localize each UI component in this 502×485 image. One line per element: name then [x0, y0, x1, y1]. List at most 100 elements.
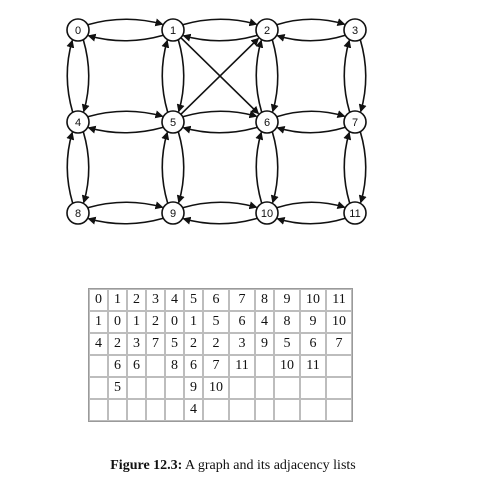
figure-caption: Figure 12.3: A graph and its adjacency l… [88, 458, 378, 474]
node-2: 2 [255, 18, 279, 42]
adjacency-cell: 11 [229, 355, 255, 377]
edge-7-to-11 [358, 131, 367, 204]
adjacency-cell: 9 [255, 333, 274, 355]
adjacency-cell [229, 377, 255, 399]
node-3-circle [343, 18, 367, 42]
adjacency-cell: 6 [127, 355, 146, 377]
adjacency-cell: 5 [203, 311, 229, 333]
node-10-label: 10 [261, 208, 273, 220]
node-4: 4 [66, 110, 90, 134]
adjacency-cell [146, 377, 165, 399]
edge-5-to-2 [180, 37, 260, 115]
edge-8-to-9 [87, 201, 164, 210]
node-8: 8 [66, 201, 90, 225]
adjacency-cell: 11 [300, 355, 326, 377]
node-9-circle [161, 201, 185, 225]
adjacency-cell [326, 355, 352, 377]
node-1-label: 1 [170, 25, 176, 37]
adjacency-cell [300, 377, 326, 399]
edge-7-to-6 [276, 125, 346, 134]
node-7: 7 [343, 110, 367, 134]
adjacency-cell: 1 [89, 311, 108, 333]
edge-11-to-7 [343, 131, 352, 204]
edge-8-to-4 [66, 131, 75, 204]
adjacency-cell [146, 399, 165, 421]
adjacency-cell [326, 399, 352, 421]
adjacency-cell: 9 [274, 289, 300, 311]
adjacency-cell: 1 [184, 311, 203, 333]
node-2-label: 2 [264, 25, 270, 37]
edge-10-to-6 [255, 131, 264, 204]
adjacency-cell [146, 355, 165, 377]
adjacency-cell [89, 399, 108, 421]
node-7-label: 7 [352, 117, 358, 129]
node-8-circle [66, 201, 90, 225]
adjacency-cell: 0 [108, 311, 127, 333]
adjacency-cell: 6 [184, 355, 203, 377]
adjacency-cell: 5 [274, 333, 300, 355]
edge-9-to-5 [161, 131, 170, 204]
edge-6-to-2 [255, 39, 264, 113]
adjacency-cell: 9 [184, 377, 203, 399]
adjacency-cell: 4 [255, 311, 274, 333]
adjacency-cell [89, 377, 108, 399]
adjacency-cell: 3 [127, 333, 146, 355]
edge-6-to-7 [276, 110, 346, 119]
adjacency-cell: 10 [300, 289, 326, 311]
edge-4-to-5 [87, 110, 164, 119]
edge-10-to-9 [182, 216, 258, 225]
adjacency-cell: 10 [326, 311, 352, 333]
adjacency-cell: 0 [165, 311, 184, 333]
node-0-label: 0 [75, 25, 81, 37]
adjacency-cell [203, 399, 229, 421]
node-10-circle [255, 201, 279, 225]
adjacency-cell: 2 [127, 289, 146, 311]
edge-5-to-9 [176, 131, 185, 204]
edge-3-to-2 [276, 33, 346, 42]
adjacency-cell: 5 [165, 333, 184, 355]
edge-4-to-8 [81, 131, 90, 204]
node-8-label: 8 [75, 208, 81, 220]
node-11: 11 [343, 201, 367, 225]
figure-caption-text: A graph and its adjacency lists [182, 458, 356, 473]
edge-9-to-10 [182, 201, 258, 210]
adjacency-cell: 6 [108, 355, 127, 377]
node-1-circle [161, 18, 185, 42]
node-11-circle [343, 201, 367, 225]
node-7-circle [343, 110, 367, 134]
adjacency-cell: 5 [184, 289, 203, 311]
adjacency-cell [326, 377, 352, 399]
node-4-label: 4 [75, 117, 81, 129]
adjacency-cell: 0 [89, 289, 108, 311]
edge-3-to-7 [358, 39, 367, 113]
edge-5-to-4 [87, 125, 164, 134]
adjacency-cell: 4 [165, 289, 184, 311]
figure-caption-label: Figure 12.3: [110, 458, 183, 473]
node-9: 9 [161, 201, 185, 225]
adjacency-cell: 2 [108, 333, 127, 355]
node-6-circle [255, 110, 279, 134]
edge-4-to-0 [66, 39, 75, 113]
adjacency-cell [255, 377, 274, 399]
adjacency-cell: 7 [146, 333, 165, 355]
edge-6-to-10 [270, 131, 279, 204]
edge-9-to-8 [87, 216, 164, 225]
node-5: 5 [161, 110, 185, 134]
adjacency-cell: 1 [108, 289, 127, 311]
edge-1-to-5 [176, 39, 185, 113]
node-1: 1 [161, 18, 185, 42]
adjacency-cell: 7 [203, 355, 229, 377]
adjacency-cell: 2 [184, 333, 203, 355]
adjacency-cell [255, 355, 274, 377]
node-11-label: 11 [349, 208, 360, 220]
adjacency-cell: 10 [274, 355, 300, 377]
adjacency-cell: 3 [229, 333, 255, 355]
adjacency-cell [127, 399, 146, 421]
adjacency-cell: 6 [300, 333, 326, 355]
